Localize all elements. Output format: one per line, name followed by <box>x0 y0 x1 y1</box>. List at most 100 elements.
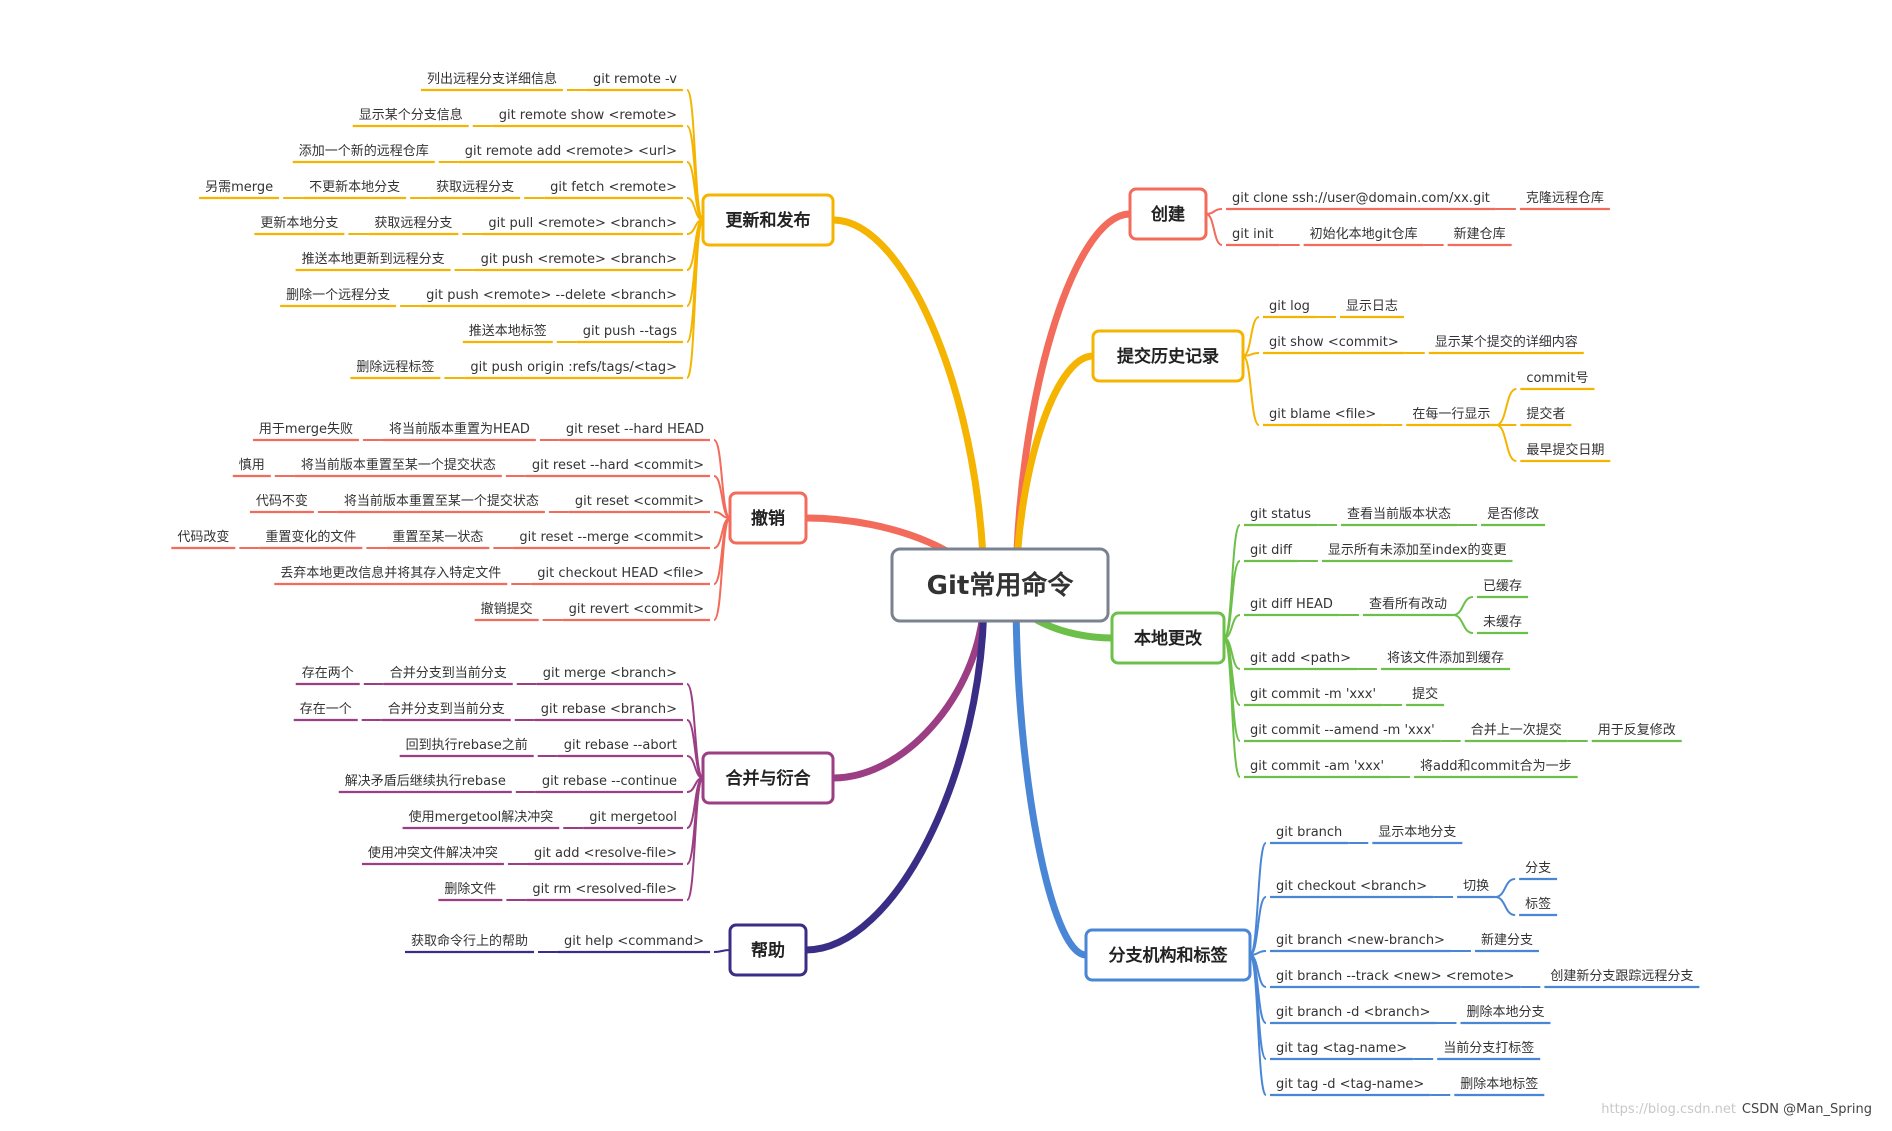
command-node: git merge <branch> <box>543 666 677 681</box>
connector-line <box>1223 614 1241 639</box>
connector-line <box>1223 637 1241 778</box>
description-node: 回到执行rebase之前 <box>406 737 528 753</box>
topic-help[interactable]: 帮助 <box>728 923 808 977</box>
command-node: git pull <remote> <branch> <box>488 216 677 231</box>
topic-box <box>1128 187 1208 241</box>
connector-line <box>686 89 704 221</box>
command-node: git branch -d <branch> <box>1276 1005 1430 1020</box>
command-node: git status <box>1250 507 1311 522</box>
command-node: git checkout HEAD <file> <box>537 566 704 581</box>
connector-line <box>686 683 704 779</box>
topic-box <box>1110 611 1226 665</box>
command-node: git rebase --abort <box>564 738 677 753</box>
description-node: 不更新本地分支 <box>309 179 400 195</box>
description-node: 在每一行显示 <box>1412 406 1490 422</box>
description-node: 初始化本地git仓库 <box>1310 226 1418 242</box>
command-node: git remote add <remote> <url> <box>465 144 677 159</box>
description-node: 删除本地分支 <box>1466 1005 1544 1020</box>
topic-merge[interactable]: 合并与衍合 <box>701 751 835 805</box>
connector-line <box>686 219 704 379</box>
topic-label: 分支机构和标签 <box>1109 945 1229 966</box>
description-node: 最早提交日期 <box>1526 442 1604 458</box>
description-node: 获取远程分支 <box>374 216 452 231</box>
description-node: 使用mergetool解决冲突 <box>409 809 554 825</box>
description-node: 合并分支到当前分支 <box>388 701 505 717</box>
description-node: 克隆远程仓库 <box>1526 190 1604 206</box>
command-node: git branch --track <new> <remote> <box>1276 969 1514 984</box>
topic-box <box>1091 329 1245 383</box>
command-node: git init <box>1232 227 1274 242</box>
watermark-url: https://blog.csdn.net <box>1601 1102 1736 1117</box>
trunk-connector <box>1012 210 1134 599</box>
command-node: git reset --hard <commit> <box>532 458 704 473</box>
description-node: 将add和commit合为一步 <box>1420 759 1572 774</box>
command-node: git revert <commit> <box>569 602 704 617</box>
description-node: 显示日志 <box>1346 299 1398 314</box>
topic-label: 本地更改 <box>1134 628 1203 649</box>
description-node: commit号 <box>1526 371 1588 386</box>
description-node: 将该文件添加到缓存 <box>1387 651 1504 666</box>
topic-label: 撤销 <box>751 508 785 529</box>
command-node: git reset <commit> <box>575 494 704 509</box>
command-node: git add <path> <box>1250 651 1351 666</box>
connector-line <box>713 517 731 621</box>
command-node: git tag <tag-name> <box>1276 1041 1407 1056</box>
command-node: git rebase --continue <box>542 774 677 789</box>
topic-branch[interactable]: 分支机构和标签 <box>1084 928 1252 982</box>
command-node: git help <command> <box>564 934 704 949</box>
command-node: git push origin :refs/tags/<tag> <box>470 360 677 375</box>
command-node: git remote show <remote> <box>499 108 677 123</box>
description-node: 已缓存 <box>1483 579 1522 594</box>
description-node: 未缓存 <box>1483 615 1522 630</box>
command-node: git show <commit> <box>1269 335 1399 350</box>
description-node: 获取远程分支 <box>436 180 514 195</box>
topic-undo[interactable]: 撤销 <box>728 491 808 545</box>
command-node: git fetch <remote> <box>550 180 677 195</box>
topic-update[interactable]: 更新和发布 <box>701 193 835 247</box>
description-node: 创建新分支跟踪远程分支 <box>1550 968 1693 984</box>
topic-create[interactable]: 创建 <box>1128 187 1208 241</box>
command-node: git commit --amend -m 'xxx' <box>1250 723 1435 738</box>
description-node: 是否修改 <box>1487 507 1539 522</box>
topic-box <box>701 751 835 805</box>
topic-label: 更新和发布 <box>726 210 811 231</box>
command-node: git log <box>1269 299 1310 314</box>
command-node: git push --tags <box>583 324 677 339</box>
command-node: git branch <box>1276 825 1342 840</box>
description-node: 慎用 <box>239 458 265 473</box>
description-node: 删除本地标签 <box>1460 1076 1538 1092</box>
command-node: git tag -d <tag-name> <box>1276 1077 1424 1092</box>
command-node: git push <remote> --delete <branch> <box>426 288 677 303</box>
trunk-connector <box>829 216 988 599</box>
topic-label: 合并与衍合 <box>726 768 812 789</box>
connector-line <box>1242 316 1260 357</box>
connector-line <box>1494 896 1516 916</box>
connector-layer <box>171 88 1700 1097</box>
description-node: 新建分支 <box>1481 932 1533 948</box>
description-node: 代码不变 <box>256 493 308 509</box>
description-node: 当前分支打标签 <box>1443 1040 1534 1056</box>
root-node[interactable]: Git常用命令 <box>890 547 1110 623</box>
description-node: 用于merge失败 <box>259 422 353 437</box>
command-node: git push <remote> <branch> <box>481 252 677 267</box>
command-node: git commit -m 'xxx' <box>1250 687 1376 702</box>
command-node: git clone ssh://user@domain.com/xx.git <box>1232 191 1490 206</box>
command-node: git mergetool <box>589 810 677 825</box>
command-node: git reset --hard HEAD <box>566 422 704 437</box>
connector-line <box>1205 208 1223 215</box>
connector-line <box>1495 424 1517 462</box>
topic-history[interactable]: 提交历史记录 <box>1091 329 1245 383</box>
description-node: 更新本地分支 <box>260 215 338 231</box>
command-node: git checkout <branch> <box>1276 879 1427 894</box>
description-node: 重置变化的文件 <box>265 529 356 545</box>
description-node: 推送本地标签 <box>469 323 547 339</box>
description-node: 撤销提交 <box>481 601 533 617</box>
topic-local[interactable]: 本地更改 <box>1110 611 1226 665</box>
connector-line <box>1242 355 1260 426</box>
connector-line <box>1205 213 1223 246</box>
description-node: 删除文件 <box>444 882 496 897</box>
command-node: git blame <file> <box>1269 407 1376 422</box>
